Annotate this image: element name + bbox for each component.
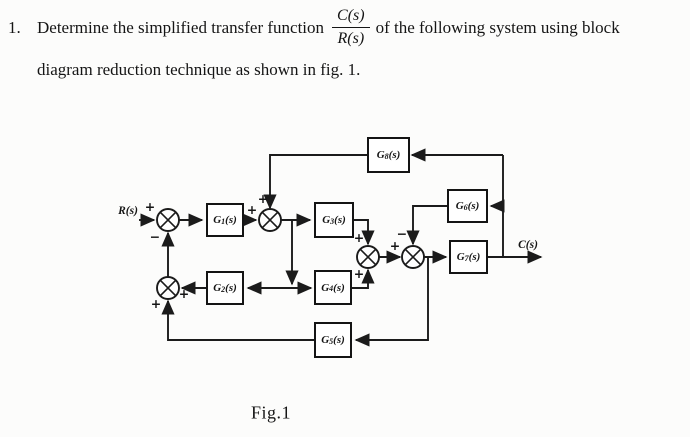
figure-caption: Fig.1 (250, 402, 292, 423)
block-g4-label: G (321, 281, 330, 294)
problem-text-before: Determine the simplified transfer functi… (37, 17, 325, 37)
block-g5-label: G (321, 334, 330, 346)
sign-sum3-bottom: + (353, 265, 365, 281)
summing-junctions (156, 208, 425, 300)
output-signal-label: C(s) (518, 239, 538, 251)
problem-line1: 1. Determine the simplified transfer fun… (8, 6, 686, 49)
transfer-function-fraction: C(s) R(s) (332, 6, 370, 49)
sign-sum1-input: + (144, 198, 156, 214)
sign-sum4-input: + (389, 237, 401, 253)
sign-sum3-top: + (353, 229, 365, 245)
signal-lines (139, 148, 543, 347)
problem-text-after: of the following system using block (375, 17, 620, 37)
fraction-numerator: C(s) (332, 6, 370, 28)
sign-sum2-input: + (246, 201, 258, 217)
sign-sum5-bottom: + (150, 295, 162, 311)
input-signal-label: R(s) (118, 205, 138, 217)
block-g8-label: G (376, 149, 385, 161)
sign-sum5-input: + (178, 285, 190, 301)
problem-number: 1. (8, 17, 21, 37)
problem-statement: 1. Determine the simplified transfer fun… (8, 6, 686, 80)
block-g7-label: G (456, 251, 465, 263)
fraction-denominator: R(s) (337, 30, 365, 47)
junction-cross-icon (159, 211, 422, 297)
sign-sum4-top: − (396, 225, 408, 241)
block-g2-label: G (213, 282, 222, 294)
block-g1-label: G (213, 214, 222, 226)
block-g3-label: G (322, 214, 331, 226)
problem-line2: diagram reduction technique as shown in … (37, 60, 361, 79)
block-g6-label: G (455, 200, 464, 212)
sign-sum1-feedback: − (149, 228, 161, 244)
sign-sum2-top: + (257, 190, 269, 206)
